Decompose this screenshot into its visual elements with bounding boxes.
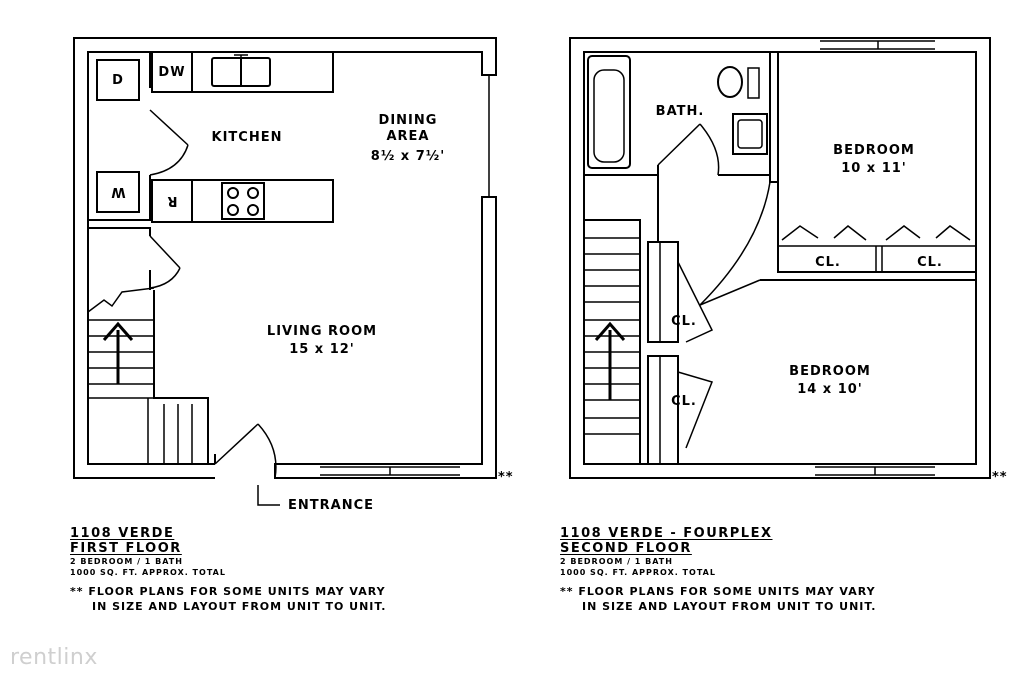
bedroom1-closets — [778, 245, 976, 272]
entrance-leader — [257, 485, 280, 506]
bedroom1-label: BEDROOM — [833, 143, 915, 158]
entrance-door — [214, 423, 277, 479]
bedroom1-size: 10 x 11' — [841, 161, 907, 176]
closet-label-a: CL. — [815, 255, 841, 270]
second-floor-top-window — [820, 40, 935, 50]
closet-label-b: CL. — [917, 255, 943, 270]
dining-label-1: DINING — [379, 113, 438, 128]
second-floor-title: 1108 VERDE - FOURPLEX — [560, 526, 773, 541]
first-floor-subtitle: FIRST FLOOR — [70, 541, 182, 556]
washer-unit — [96, 171, 140, 213]
toilet — [717, 66, 743, 98]
first-floor-marker: ** — [498, 470, 514, 485]
dryer-unit — [96, 59, 140, 101]
kitchen-upper-counter — [151, 52, 334, 93]
first-floor-note-1: ** FLOOR PLANS FOR SOME UNITS MAY VARY — [70, 585, 386, 598]
second-floor-subtitle: SECOND FLOOR — [560, 541, 692, 556]
second-floor-marker: ** — [992, 470, 1008, 485]
washer-label: W — [110, 184, 125, 199]
second-floor-area: 1000 SQ. FT. APPROX. TOTAL — [560, 568, 716, 577]
living-room-size: 15 x 12' — [289, 342, 355, 357]
bedroom2-size: 14 x 10' — [797, 382, 863, 397]
first-floor-area: 1000 SQ. FT. APPROX. TOTAL — [70, 568, 226, 577]
second-floor-note-2: IN SIZE AND LAYOUT FROM UNIT TO UNIT. — [582, 600, 877, 613]
first-floor-title: 1108 VERDE — [70, 526, 175, 541]
second-stair-up-arrow — [594, 321, 626, 400]
bath-door — [657, 123, 720, 176]
second-floor-caption: 1108 VERDE - FOURPLEX SECOND FLOOR 2 BED… — [560, 526, 876, 614]
second-floor-note-1: ** FLOOR PLANS FOR SOME UNITS MAY VARY — [560, 585, 876, 598]
dining-size: 8½ x 7½' — [371, 149, 445, 164]
kitchen-lower-counter — [151, 179, 334, 223]
first-floor-stairs — [87, 287, 193, 464]
second-floor-bottom-window — [815, 466, 935, 476]
bathtub — [587, 55, 631, 169]
bath-sink — [732, 113, 768, 155]
closet-label-c: CL. — [671, 314, 697, 329]
bedroom2-label: BEDROOM — [789, 364, 871, 379]
first-floor-outer-wall — [73, 37, 497, 479]
closet-label-d: CL. — [671, 394, 697, 409]
stair-up-arrow — [102, 321, 134, 384]
dishwasher-label: DW — [158, 65, 185, 80]
bedroom1-door — [699, 181, 771, 306]
second-floor-beds-baths: 2 BEDROOM / 1 BATH — [560, 557, 673, 566]
first-floor-note-2: IN SIZE AND LAYOUT FROM UNIT TO UNIT. — [92, 600, 387, 613]
stair-door — [149, 235, 181, 289]
first-floor-plan — [73, 37, 497, 506]
kitchen-range — [221, 182, 265, 220]
hall-closet-upper — [647, 241, 679, 343]
living-room-label: LIVING ROOM — [267, 324, 377, 339]
laundry-door — [149, 109, 189, 176]
dining-label-2: AREA — [386, 129, 429, 144]
second-floor-plan — [569, 37, 991, 479]
watermark-logo: rentlinx — [10, 645, 98, 670]
first-floor-bottom-window — [320, 466, 460, 476]
entrance-label: ENTRANCE — [288, 498, 374, 513]
refrigerator-label: R — [166, 193, 177, 208]
first-floor-caption: 1108 VERDE FIRST FLOOR 2 BEDROOM / 1 BAT… — [70, 526, 386, 614]
first-floor-beds-baths: 2 BEDROOM / 1 BATH — [70, 557, 183, 566]
kitchen-label: KITCHEN — [212, 130, 283, 145]
dryer-label: D — [112, 73, 124, 88]
second-floor-outer-wall — [569, 37, 991, 479]
bath-label: BATH. — [656, 104, 705, 119]
second-floor-stairs — [584, 237, 640, 435]
hall-closet-lower — [647, 355, 679, 465]
